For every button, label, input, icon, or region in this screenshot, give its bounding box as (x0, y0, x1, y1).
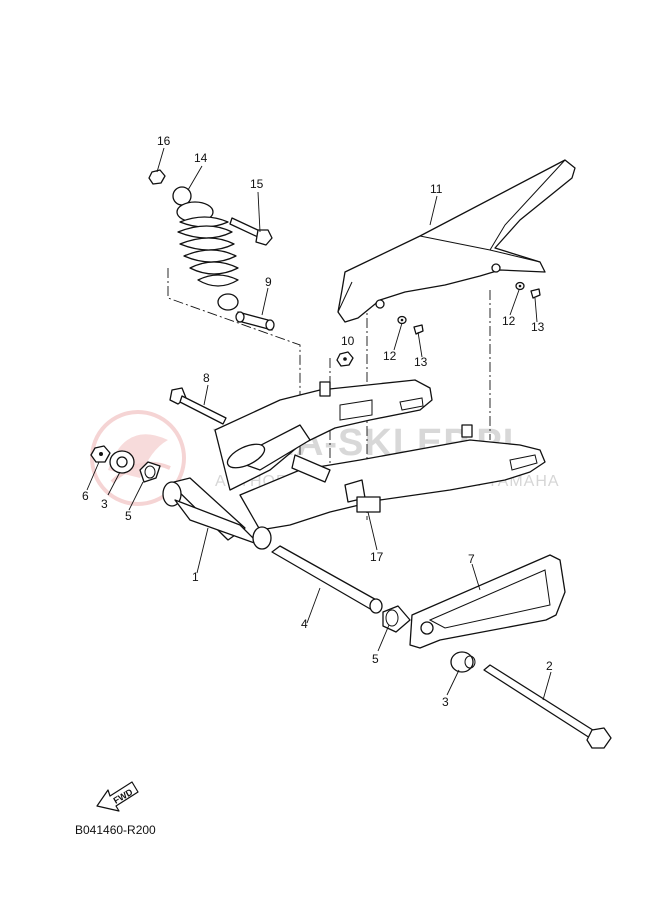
callout-13-a: 13 (414, 355, 428, 369)
bearing-5-right (382, 605, 411, 633)
callout-8: 8 (203, 371, 210, 385)
fwd-arrow-icon: FWD (96, 781, 139, 812)
rear-shock-absorber (172, 186, 239, 311)
callout-3-left: 3 (101, 497, 108, 511)
callout-13-b: 13 (531, 320, 545, 334)
bolt-8 (169, 387, 227, 425)
callout-15: 15 (250, 177, 264, 191)
nut-6 (90, 445, 111, 463)
callout-12-b: 12 (502, 314, 516, 328)
callout-11: 11 (430, 182, 443, 196)
callout-2: 2 (546, 659, 553, 673)
callout-6: 6 (82, 489, 89, 503)
collar-3-left (109, 450, 135, 474)
callout-3-right: 3 (442, 695, 449, 709)
bolt-13-b (530, 288, 541, 299)
washer-12-b (515, 281, 525, 291)
callout-14: 14 (194, 151, 208, 165)
callout-12-a: 12 (383, 349, 397, 363)
nut-16 (148, 169, 166, 185)
callout-1: 1 (192, 570, 199, 584)
callout-7: 7 (468, 552, 475, 566)
washer-12-a (397, 315, 407, 325)
bolt-15 (229, 217, 273, 246)
bolt-13-a (413, 324, 424, 335)
rear-arm (162, 379, 546, 550)
pivot-shaft-4 (271, 545, 383, 614)
callout-10: 10 (341, 334, 355, 348)
nut-10 (336, 351, 354, 367)
collar-3-right (450, 651, 476, 673)
callout-17: 17 (370, 550, 384, 564)
reference-code: B041460-R200 (75, 823, 156, 837)
leader-lines (86, 147, 552, 701)
callout-5-right: 5 (372, 652, 379, 666)
callout-9: 9 (265, 275, 272, 289)
guard-7 (409, 554, 566, 649)
callout-16: 16 (157, 134, 171, 148)
callout-numbers: 1 2 3 3 4 5 5 6 7 8 9 10 11 12 13 12 13 … (82, 134, 553, 709)
label-17 (356, 496, 381, 513)
callout-5-left: 5 (125, 509, 132, 523)
bearing-5-left (139, 461, 161, 483)
bolt-2 (483, 664, 612, 749)
callout-4: 4 (301, 617, 308, 631)
chain-guard (337, 159, 576, 323)
collar-9 (235, 311, 275, 331)
